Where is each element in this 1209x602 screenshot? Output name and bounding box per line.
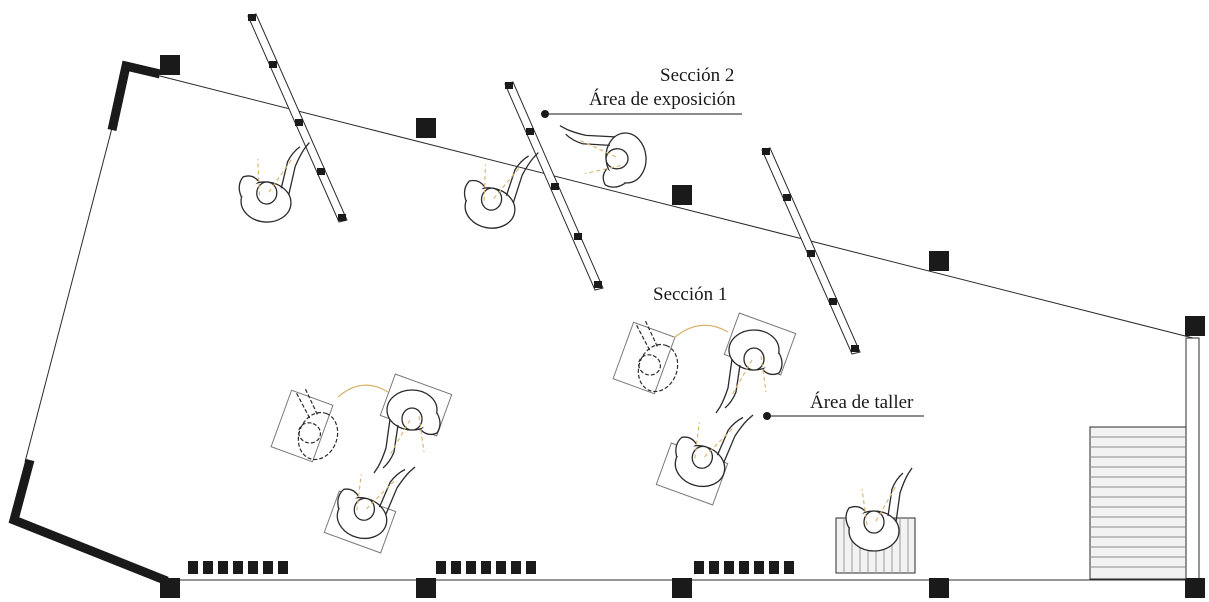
right-wall-panel xyxy=(1185,337,1200,581)
person-icon xyxy=(329,449,416,548)
wall-thick-top-left xyxy=(107,60,162,131)
person-icon xyxy=(715,329,783,414)
column-icon xyxy=(160,55,1205,598)
exhibition-area-label: Área de exposición xyxy=(589,89,736,110)
workshop-group-left xyxy=(270,373,453,554)
exhibition-panel-icon xyxy=(761,147,861,355)
wall-left xyxy=(24,127,113,463)
label-leader-taller xyxy=(763,412,924,420)
wall-top xyxy=(159,75,1194,339)
exhibition-panel-icon xyxy=(247,13,348,223)
seating-icon xyxy=(188,561,794,574)
label-leader-expo xyxy=(541,110,742,118)
person-icon xyxy=(615,317,691,398)
person-icon xyxy=(373,389,441,474)
motion-arrow xyxy=(673,324,729,339)
workshop-group-right xyxy=(612,312,797,506)
workshop-area-label: Área de taller xyxy=(810,392,914,413)
motion-arrow xyxy=(337,384,389,398)
person-icon xyxy=(235,136,310,226)
exhibition-panel-icon xyxy=(504,81,604,291)
person-icon xyxy=(667,397,754,496)
section-2-label: Sección 2 xyxy=(660,65,735,86)
wall-thick-bottom-left xyxy=(8,458,169,586)
section-1-label: Sección 1 xyxy=(653,284,728,305)
stair-icon xyxy=(1089,426,1187,580)
